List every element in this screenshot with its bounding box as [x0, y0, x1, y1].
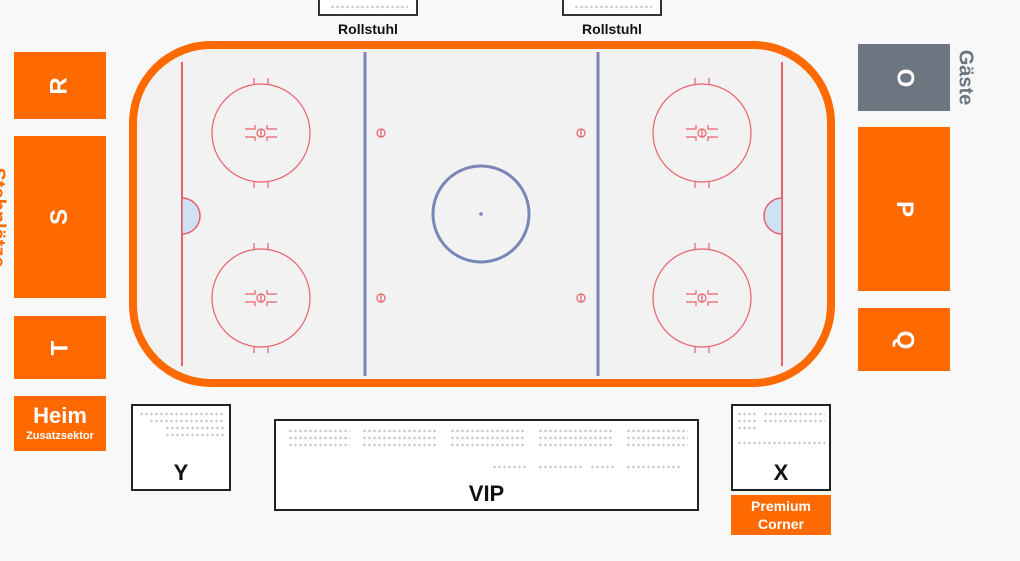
section-y-label: Y [173, 460, 189, 485]
section-s[interactable]: S [14, 136, 106, 298]
zusatzsektor-label: Zusatzsektor [26, 429, 94, 442]
corner-label: Corner [758, 516, 804, 532]
center-dot [479, 212, 483, 216]
section-vip-label: VIP [468, 481, 505, 506]
section-t[interactable]: T [14, 316, 106, 379]
center-circle [431, 164, 531, 264]
section-o[interactable]: O [858, 44, 950, 111]
rollstuhl-right-label: Rollstuhl [582, 21, 642, 37]
rollstuhl-right-box[interactable] [562, 0, 662, 16]
section-premium-corner[interactable]: Premium Corner [731, 495, 831, 535]
goal-crease-left [181, 197, 201, 235]
rollstuhl-left-box[interactable] [318, 0, 418, 16]
gaste-label: Gäste [954, 49, 977, 106]
section-p[interactable]: P [858, 127, 950, 291]
section-vip[interactable]: VIP [274, 419, 699, 511]
section-r[interactable]: R [14, 52, 106, 119]
section-t-label: T [45, 340, 73, 355]
section-r-label: R [46, 76, 73, 95]
premium-label: Premium [751, 498, 811, 514]
stehplatze-label: Stehplätze [0, 167, 9, 268]
goal-crease-right [763, 197, 783, 235]
section-s-label: S [45, 208, 73, 226]
section-x-label: X [773, 460, 789, 485]
section-x[interactable]: X [731, 404, 831, 491]
faceoff-circles [211, 78, 752, 353]
section-heim-zusatzsektor[interactable]: Heim Zusatzsektor [14, 396, 106, 451]
section-p-label: P [890, 200, 918, 218]
rollstuhl-left-label: Rollstuhl [338, 21, 398, 37]
section-y[interactable]: Y [131, 404, 231, 491]
section-q[interactable]: Q [858, 308, 950, 371]
section-o-label: O [890, 68, 918, 87]
heim-label: Heim [33, 402, 87, 428]
ice-rink [129, 41, 835, 387]
section-q-label: Q [890, 330, 918, 349]
